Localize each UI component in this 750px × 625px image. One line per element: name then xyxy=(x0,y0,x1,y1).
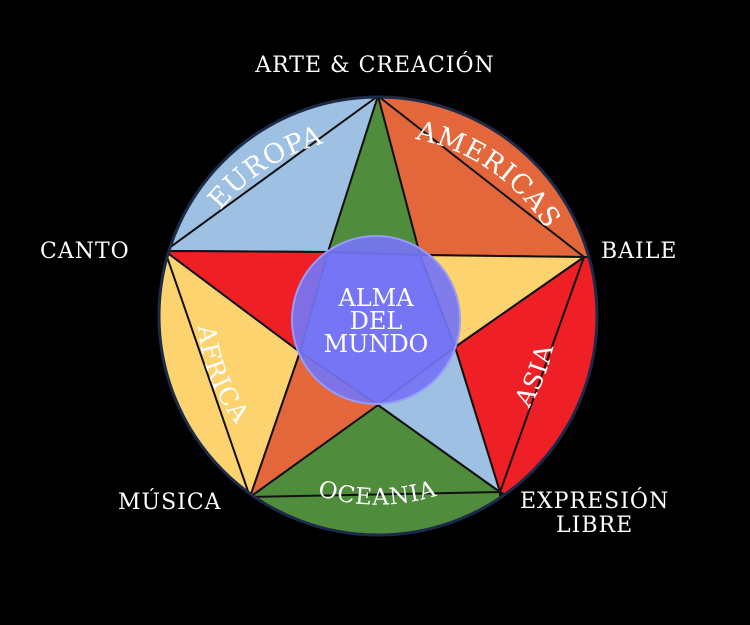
label-expresion-line2: LIBRE xyxy=(556,513,634,538)
center-label-line3: MUNDO xyxy=(324,330,429,358)
center-circle xyxy=(291,235,461,405)
outer-circle xyxy=(157,95,599,537)
label-musica: MÚSICA xyxy=(118,490,222,515)
center-label-line1: ALMA xyxy=(337,284,414,312)
label-baile: BAILE xyxy=(601,239,678,264)
label-arte-creacion: ARTE & CREACIÓN xyxy=(255,53,495,78)
label-expresion-libre: EXPRESIÓN LIBRE xyxy=(520,490,669,538)
label-canto: CANTO xyxy=(40,239,130,264)
label-expresion-line1: EXPRESIÓN xyxy=(520,489,670,514)
center-label-line2: DEL xyxy=(350,307,403,335)
